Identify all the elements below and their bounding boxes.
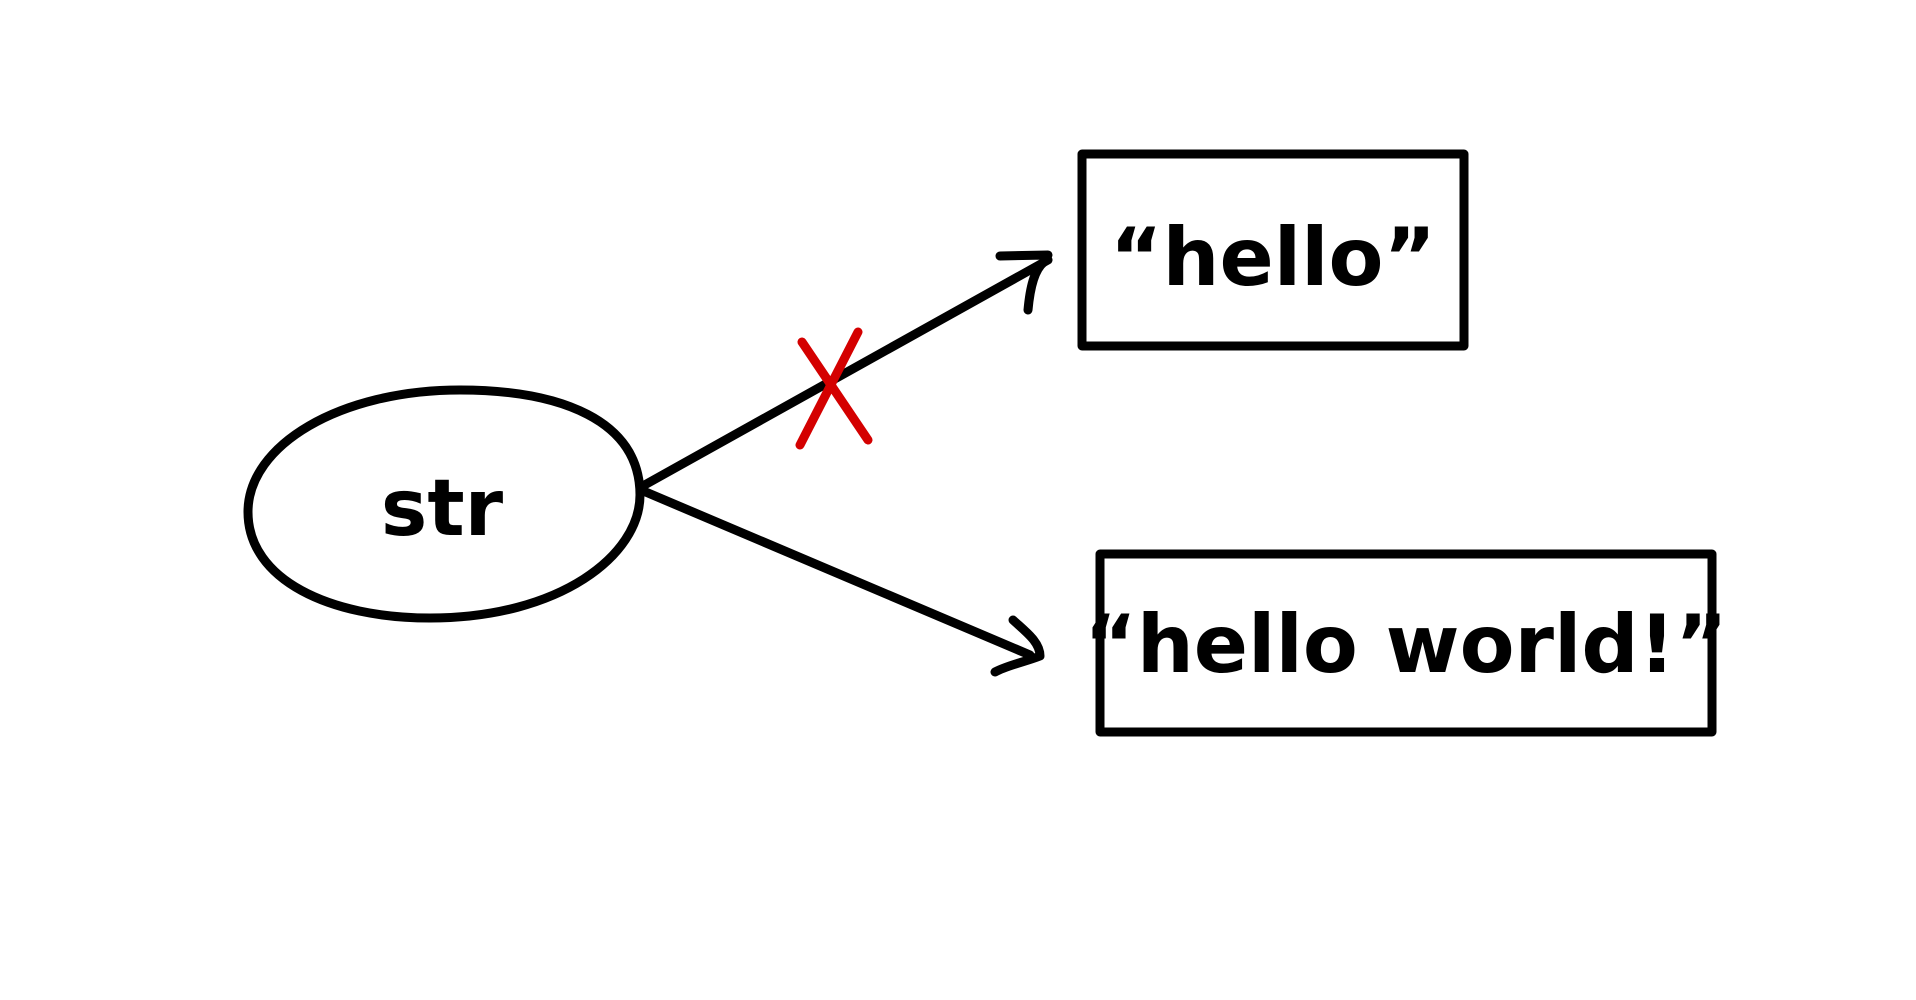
new-value-label: “hello world!” [1084,598,1728,691]
variable-label: str [381,464,504,554]
new-value-frame [1095,549,1717,737]
new-arrow-line [636,485,1035,660]
arrow-head-icon [990,615,1045,677]
old-value-label: “hello” [1110,211,1436,304]
old-arrow-line [636,255,1053,492]
arrow-head-icon [995,250,1053,315]
old-reference-arrow [636,250,1053,492]
new-reference-arrow [636,485,1045,677]
variable-ellipse [243,385,645,623]
new-value-box: “hello world!” [1084,549,1728,737]
cross-mark-icon [795,327,873,450]
variable-node: str [243,385,645,623]
old-value-box: “hello” [1077,149,1469,351]
old-value-frame [1077,149,1469,351]
